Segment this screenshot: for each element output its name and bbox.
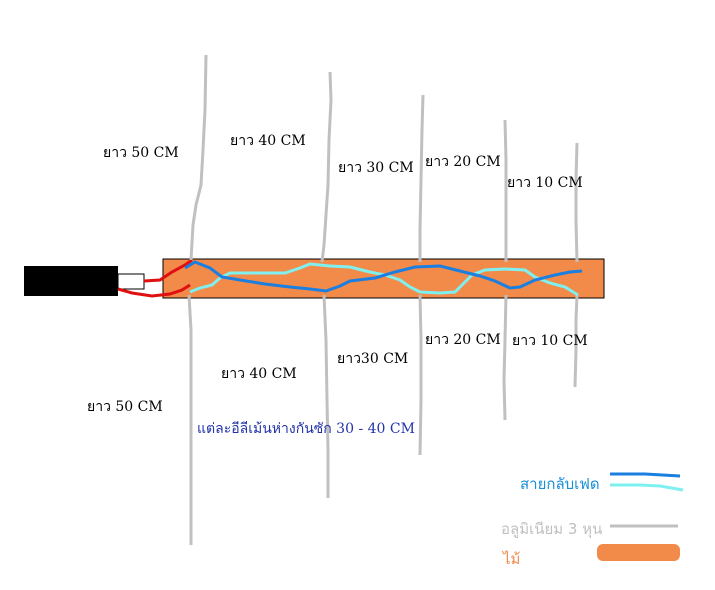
element-3-upper — [418, 94, 425, 262]
element-1-lower — [187, 294, 193, 545]
element-2-lower — [322, 294, 330, 498]
legend-wood-swatch — [597, 544, 680, 561]
element-3-lower — [418, 294, 423, 456]
label-top-rod5: ยาว 10 CM — [507, 175, 583, 191]
connector-tip — [117, 273, 145, 290]
red-feed-upper — [143, 258, 193, 283]
label-bottom-rod4: ยาว 20 CM — [425, 332, 501, 348]
phasing-wire-blue — [184, 260, 583, 293]
element-5-upper — [574, 142, 579, 263]
legend-aluminum-label: อลูมิเนียม 3 หุน — [501, 520, 603, 538]
element-4-lower — [502, 294, 508, 421]
red-feed-lower — [117, 283, 191, 298]
label-top-rod1: ยาว 50 CM — [103, 145, 179, 161]
label-bottom-rod1: ยาว 50 CM — [87, 399, 163, 415]
label-top-rod2: ยาว 40 CM — [230, 133, 306, 149]
label-bottom-rod2: ยาว 40 CM — [221, 366, 297, 382]
element-2-upper — [320, 71, 333, 263]
legend-blue-wire — [610, 472, 681, 478]
legend-wood-label: ไม้ — [503, 550, 521, 568]
label-top-rod4: ยาว 20 CM — [425, 154, 501, 170]
label-bottom-rod3: ยาว30 CM — [337, 351, 409, 367]
element-5-lower — [573, 294, 579, 388]
spacing-note: แต่ละอีลีเม้นห่างกันซัก 30 - 40 CM — [197, 421, 415, 437]
legend-cyan-wire — [610, 483, 684, 492]
label-bottom-rod5: ยาว 10 CM — [512, 333, 588, 349]
label-top-rod3: ยาว 30 CM — [338, 160, 414, 176]
legend-feed-wire-label: สายกลับเฟด — [520, 475, 600, 493]
element-4-upper — [503, 119, 508, 262]
phasing-wire-cyan — [189, 262, 579, 297]
element-1-upper — [189, 54, 208, 261]
connector-body — [24, 266, 118, 296]
